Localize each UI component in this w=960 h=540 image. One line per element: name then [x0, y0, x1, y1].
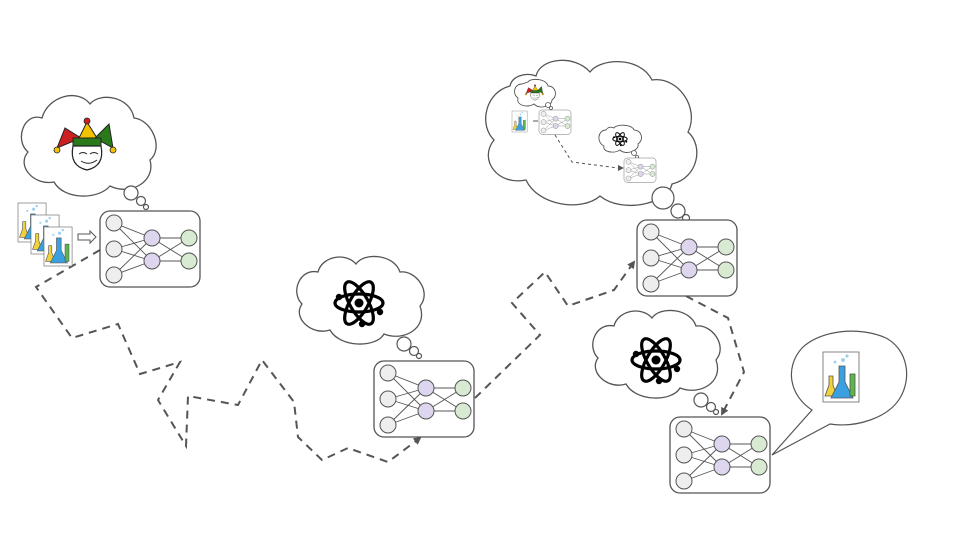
thought-bubble-2 — [296, 255, 425, 360]
neural-network-3 — [636, 219, 738, 297]
thought-bubble-4 — [592, 309, 721, 416]
lab-flasks-icon — [822, 351, 860, 403]
trajectory-segment-2 — [474, 260, 636, 399]
neural-network-4 — [669, 416, 771, 494]
trajectory-segment-1 — [34, 249, 422, 464]
training-trajectory — [34, 249, 746, 464]
thought-bubble-1 — [20, 94, 157, 211]
lab-flasks-icon — [43, 226, 73, 267]
mini-neural-network-a — [538, 109, 572, 135]
thought-bubble-3 — [485, 59, 698, 223]
speech-bubble — [771, 330, 908, 456]
input-arrow-icon — [77, 229, 97, 245]
mini-neural-network-b — [623, 157, 657, 183]
lab-flasks-icon — [511, 110, 528, 133]
neural-network-2 — [373, 360, 475, 438]
neural-network-1 — [99, 210, 201, 288]
nested-thought-atom — [598, 124, 642, 159]
trajectory-segment-3 — [685, 295, 746, 416]
input-image-stack — [17, 202, 73, 267]
nested-thought-jester — [514, 78, 556, 110]
nested-trajectory — [554, 134, 619, 169]
